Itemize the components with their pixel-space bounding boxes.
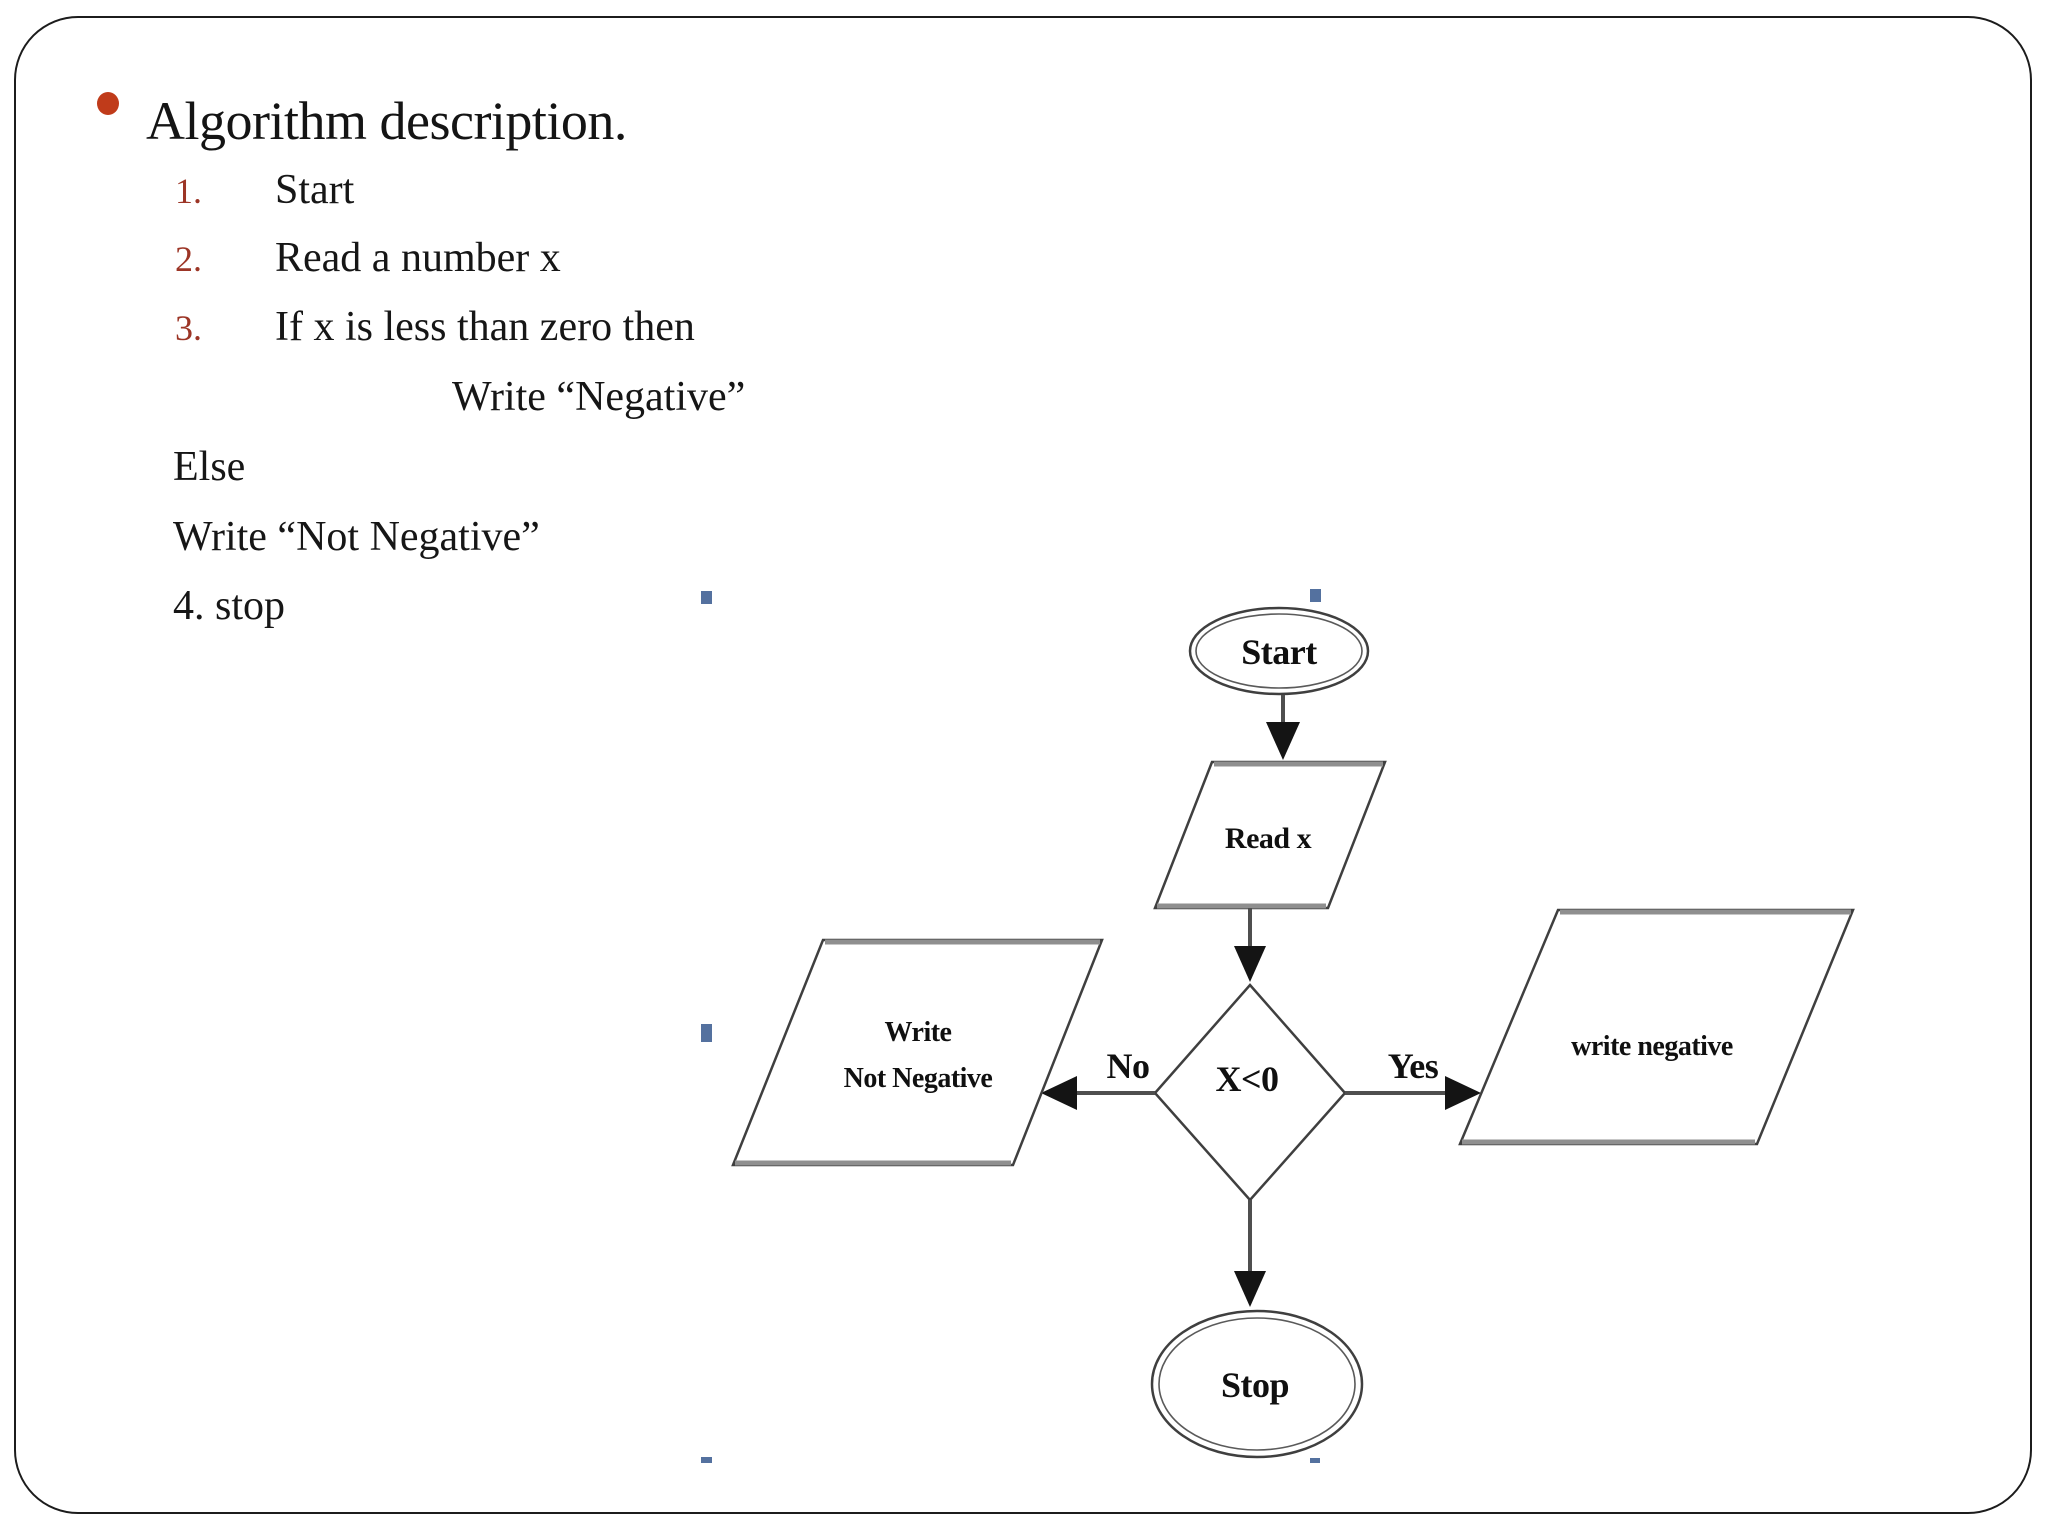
write-not-negative-label-line1: Write [885,1017,952,1048]
arrowhead-down-icon [1234,946,1266,982]
list-item-text: If x is less than zero then [275,304,695,350]
write-not-negative-label-line2: Not Negative [844,1063,993,1094]
stop-terminator-shape [1150,1309,1364,1459]
stop-label: Stop [1221,1365,1289,1405]
arrowhead-right-icon [1445,1076,1481,1110]
selection-handle-top-left[interactable] [701,591,712,604]
start-terminator-shape [1188,606,1370,696]
selection-handle-top-middle[interactable] [1310,589,1321,602]
write-not-negative-io-shape [731,938,1104,1167]
list-number: 3. [175,308,202,348]
read-x-label: Read x [1225,822,1312,855]
start-label: Start [1241,632,1317,672]
arrowhead-down-icon [1234,1271,1266,1307]
list-item: 2. Read a number x [175,234,561,282]
else-line: Else [173,444,246,490]
slide-border [14,16,2032,1514]
selection-handle-bottom-middle[interactable] [1310,1458,1320,1463]
write-negative-label: write negative [1571,1031,1733,1062]
bullet-icon [97,92,119,115]
decision-label: X<0 [1215,1059,1278,1099]
page-title: Algorithm description. [146,91,627,151]
stop-terminator-inner-outline [1158,1317,1356,1451]
start-terminator-inner-outline [1195,613,1363,689]
list-item: 3. If x is less than zero then [175,303,695,351]
stop-line: 4. stop [173,583,286,629]
write-negative-io-shape [1458,908,1855,1146]
list-number: 2. [175,239,202,279]
list-item: 1. Start [175,166,354,214]
yes-label: Yes [1388,1046,1439,1086]
selection-handle-left-middle[interactable] [701,1024,712,1042]
list-number: 1. [175,171,202,211]
list-item-text: Start [275,167,355,213]
selection-handle-bottom-left[interactable] [701,1457,712,1463]
no-label: No [1107,1046,1150,1086]
list-item-text: Read a number x [275,235,561,281]
write-negative-line: Write “Negative” [452,374,746,420]
arrowhead-down-icon [1266,722,1300,760]
arrowhead-left-icon [1041,1076,1077,1110]
write-not-negative-line: Write “Not Negative” [173,514,540,560]
